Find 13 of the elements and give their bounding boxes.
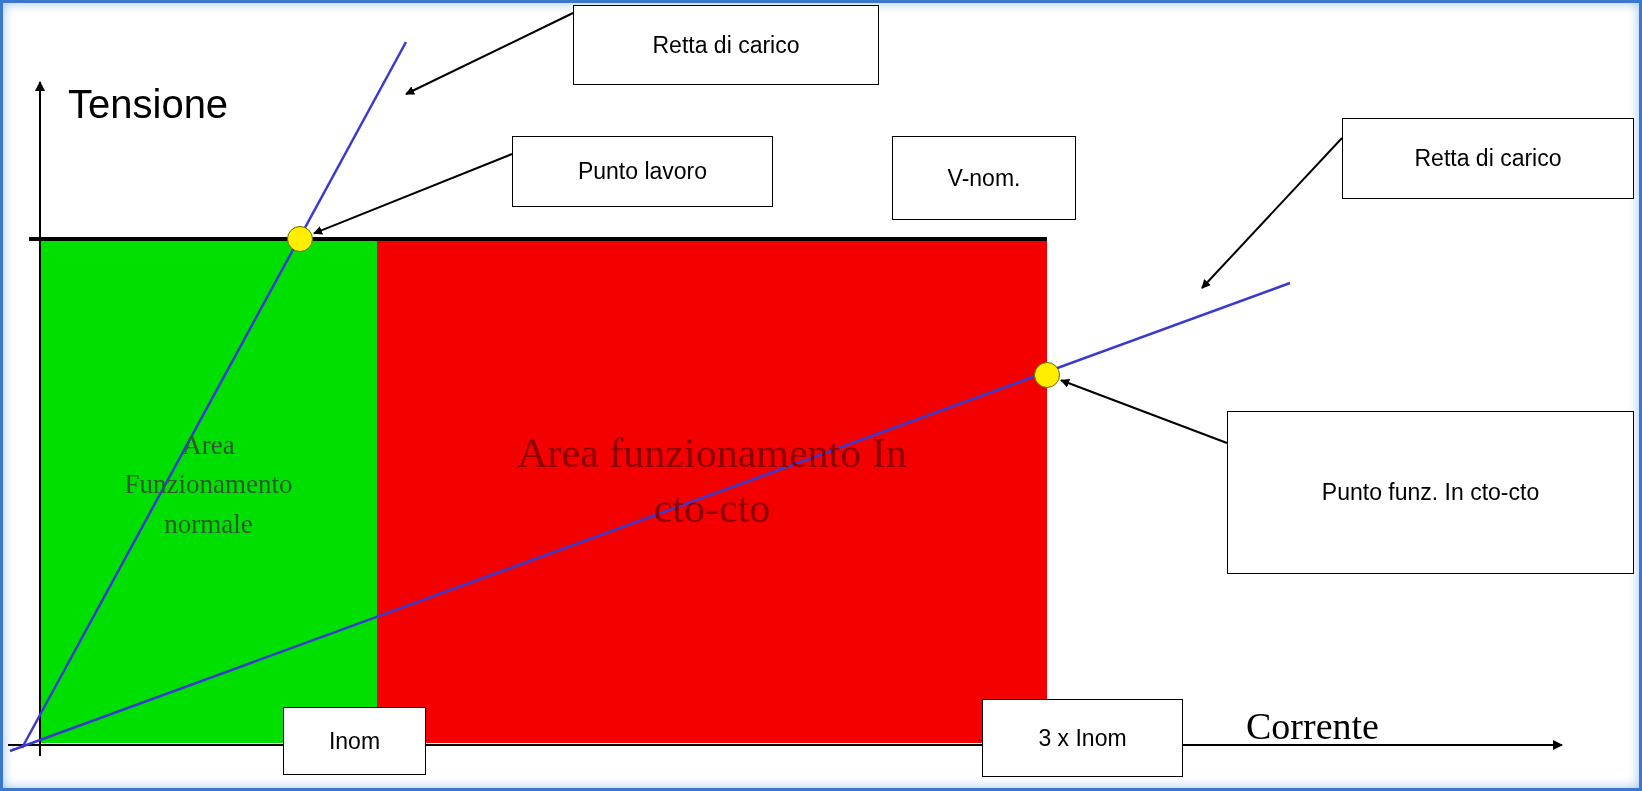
leader-arrow <box>1060 378 1228 444</box>
operating-point <box>287 226 313 252</box>
callout-box: V-nom. <box>892 136 1076 220</box>
leader-arrow <box>1201 137 1343 289</box>
callout-box: Retta di carico <box>1342 118 1634 199</box>
axis-title: Tensione <box>68 82 229 127</box>
callout-box: Punto lavoro <box>512 136 773 207</box>
leader-arrow <box>312 153 513 235</box>
callout-box: Punto funz. In cto-cto <box>1227 411 1634 574</box>
callout-box: 3 x Inom <box>982 699 1183 777</box>
axis-title: Corrente <box>1246 704 1379 748</box>
callout-box: Retta di carico <box>573 5 879 85</box>
callout-box: Inom <box>283 707 426 775</box>
